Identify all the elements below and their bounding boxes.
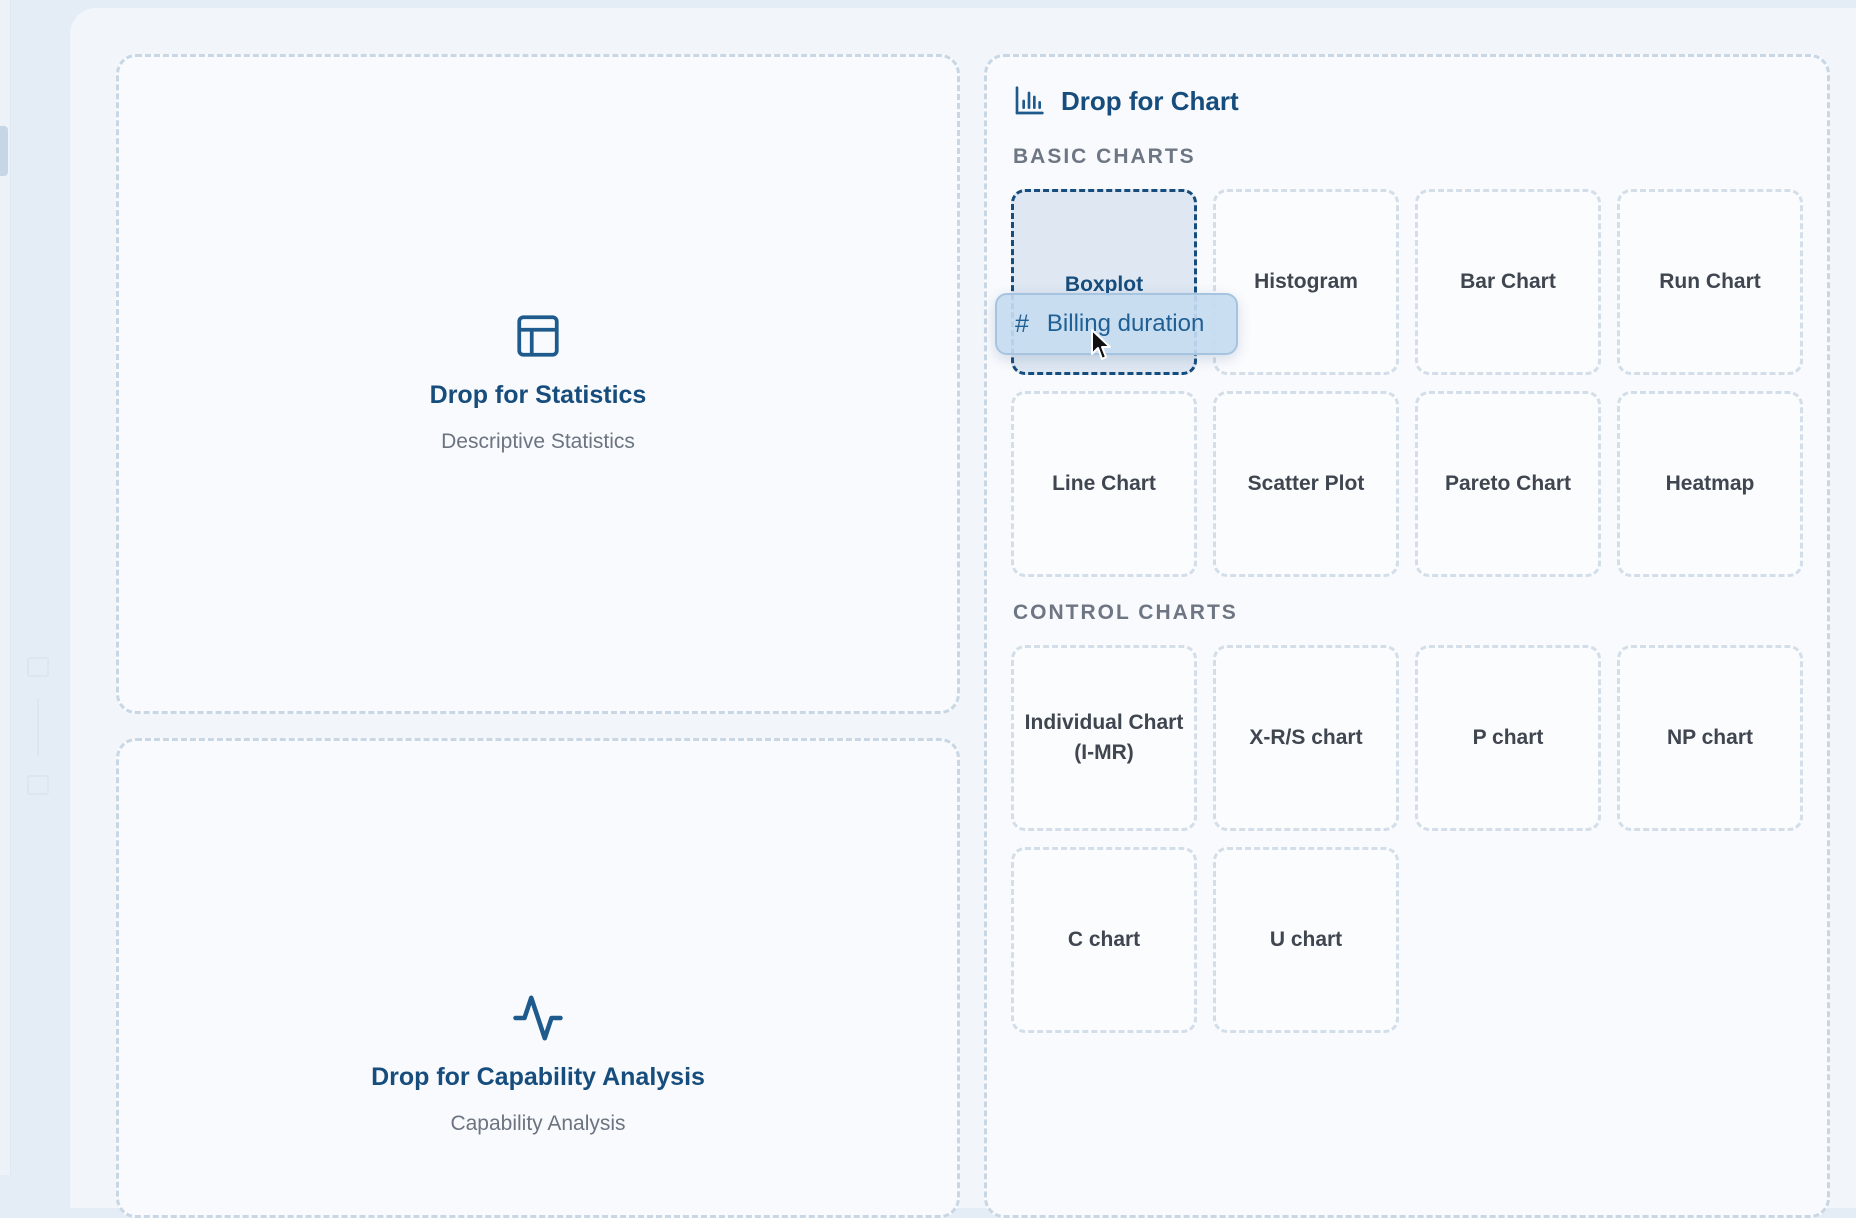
hash-icon: # — [1015, 309, 1029, 338]
mouse-cursor-icon — [1091, 329, 1111, 360]
chart-card-pareto-chart[interactable]: Pareto Chart — [1415, 391, 1601, 577]
sidebar-collapse-handle[interactable] — [0, 126, 8, 176]
capability-zone-subtitle: Capability Analysis — [450, 1112, 626, 1135]
chart-card-np-chart[interactable]: NP chart — [1617, 645, 1803, 831]
dragged-field-chip[interactable]: # Billing duration — [995, 293, 1238, 355]
chart-card-u-chart[interactable]: U chart — [1213, 847, 1399, 1033]
bar-chart-icon — [1015, 86, 1044, 115]
chart-drop-zone[interactable]: Drop for Chart BASIC CHARTS Boxplot Hist… — [984, 54, 1830, 1218]
statistics-zone-subtitle: Descriptive Statistics — [441, 430, 635, 453]
chart-zone-header: Drop for Chart — [1013, 85, 1239, 117]
chart-card-c-chart[interactable]: C chart — [1011, 847, 1197, 1033]
control-charts-label: CONTROL CHARTS — [1013, 601, 1238, 624]
table-icon — [517, 315, 559, 357]
rail-divider — [37, 698, 39, 756]
capability-zone-title: Drop for Capability Analysis — [371, 1063, 705, 1091]
dragged-field-label: Billing duration — [1046, 310, 1205, 337]
sidebar — [0, 0, 11, 1175]
chart-card-histogram[interactable]: Histogram — [1213, 189, 1399, 375]
main-workspace: Drop for Statistics Descriptive Statisti… — [70, 8, 1856, 1218]
chart-card-run-chart[interactable]: Run Chart — [1617, 189, 1803, 375]
chart-card-scatter-plot[interactable]: Scatter Plot — [1213, 391, 1399, 577]
chart-card-line-chart[interactable]: Line Chart — [1011, 391, 1197, 577]
panel-left-icon[interactable] — [27, 657, 49, 677]
chart-card-individual-chart[interactable]: Individual Chart (I-MR) — [1011, 645, 1197, 831]
basic-charts-label: BASIC CHARTS — [1013, 145, 1196, 168]
capability-drop-zone[interactable]: Drop for Capability Analysis Capability … — [116, 738, 960, 1218]
panel-right-icon[interactable] — [27, 775, 49, 795]
statistics-zone-title: Drop for Statistics — [429, 381, 647, 409]
chart-card-heatmap[interactable]: Heatmap — [1617, 391, 1803, 577]
statistics-drop-zone[interactable]: Drop for Statistics Descriptive Statisti… — [116, 54, 960, 714]
chart-card-p-chart[interactable]: P chart — [1415, 645, 1601, 831]
chart-card-xrs-chart[interactable]: X-R/S chart — [1213, 645, 1399, 831]
chart-card-bar-chart[interactable]: Bar Chart — [1415, 189, 1601, 375]
chart-zone-title: Drop for Chart — [1061, 85, 1239, 116]
pulse-icon — [513, 995, 563, 1041]
